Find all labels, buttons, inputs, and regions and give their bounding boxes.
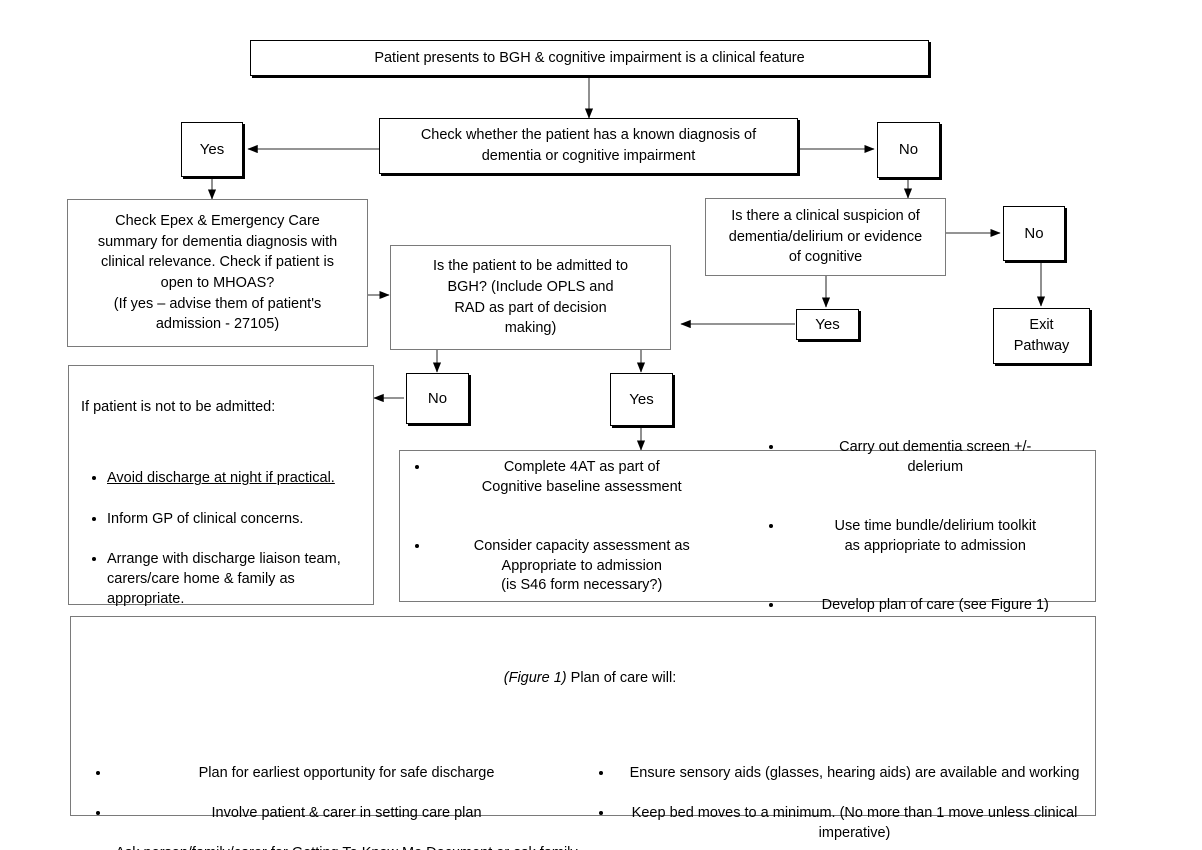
figure1-label: (Figure 1) — [503, 670, 567, 687]
clinical-suspicion-box: Is there a clinical suspicion of dementi… — [705, 198, 946, 276]
list-item: Ask person/family/carer for Getting To K… — [111, 844, 582, 850]
list-item: Arrange with discharge liaison team, car… — [107, 550, 361, 609]
check-diagnosis-box: Check whether the patient has a known di… — [379, 118, 798, 174]
admission-decision-box: Is the patient to be admitted to BGH? (I… — [390, 245, 671, 350]
list-item: Avoid discharge at night if practical. — [107, 469, 361, 489]
decision-no-clinical-suspicion: No — [1003, 206, 1065, 261]
figure1-box: (Figure 1) Plan of care will: Plan for e… — [70, 616, 1096, 850]
list-item: Involve patient & carer in setting care … — [111, 804, 582, 824]
decision-yes-clinical-suspicion: Yes — [796, 309, 859, 340]
figure1-heading-rest: Plan of care will: — [566, 670, 677, 687]
epex-check-box: Check Epex & Emergency Care summary for … — [67, 199, 368, 347]
figure1-left-list: Plan for earliest opportunity for safe d… — [85, 744, 582, 850]
list-item: Keep bed moves to a minimum. (No more th… — [614, 804, 1095, 843]
actions-right-column: Carry out dementia screen +/- delerium U… — [742, 388, 1096, 665]
entry-box: Patient presents to BGH & cognitive impa… — [250, 40, 929, 76]
list-item: Use time bundle/delirium toolkit as appr… — [784, 517, 1088, 556]
list-item: Develop plan of care (see Figure 1) — [784, 596, 1088, 616]
actions-right-list: Carry out dementia screen +/- delerium U… — [758, 418, 1088, 635]
not-admitted-heading: If patient is not to be admitted: — [81, 398, 276, 415]
exit-pathway-box: Exit Pathway — [993, 308, 1090, 364]
figure1-left-column: Plan for earliest opportunity for safe d… — [71, 723, 582, 850]
decision-no-admission: No — [406, 373, 469, 424]
figure1-heading: (Figure 1) Plan of care will: — [71, 638, 1095, 689]
list-item: Inform GP of clinical concerns. — [107, 510, 361, 530]
list-item: Ensure sensory aids (glasses, hearing ai… — [614, 764, 1095, 784]
list-item: Plan for earliest opportunity for safe d… — [111, 764, 582, 784]
decision-yes-known-diagnosis: Yes — [181, 122, 243, 177]
list-item: Carry out dementia screen +/- delerium — [784, 438, 1088, 477]
decision-no-known-diagnosis: No — [877, 122, 940, 178]
list-item: Complete 4AT as part of Cognitive baseli… — [430, 458, 734, 497]
list-item: Consider capacity assessment as Appropri… — [430, 537, 734, 596]
not-admitted-box: If patient is not to be admitted: Avoid … — [68, 365, 374, 667]
figure1-columns: Plan for earliest opportunity for safe d… — [71, 709, 1095, 850]
decision-yes-admission: Yes — [610, 373, 673, 426]
not-admitted-item-0: Avoid discharge at night if practical. — [107, 470, 335, 487]
admitted-actions-box: Complete 4AT as part of Cognitive baseli… — [399, 439, 1096, 613]
figure1-right-list: Ensure sensory aids (glasses, hearing ai… — [588, 744, 1095, 850]
figure1-right-column: Ensure sensory aids (glasses, hearing ai… — [582, 723, 1095, 850]
actions-left-list: Complete 4AT as part of Cognitive baseli… — [404, 438, 734, 616]
actions-left-column: Complete 4AT as part of Cognitive baseli… — [400, 408, 742, 645]
